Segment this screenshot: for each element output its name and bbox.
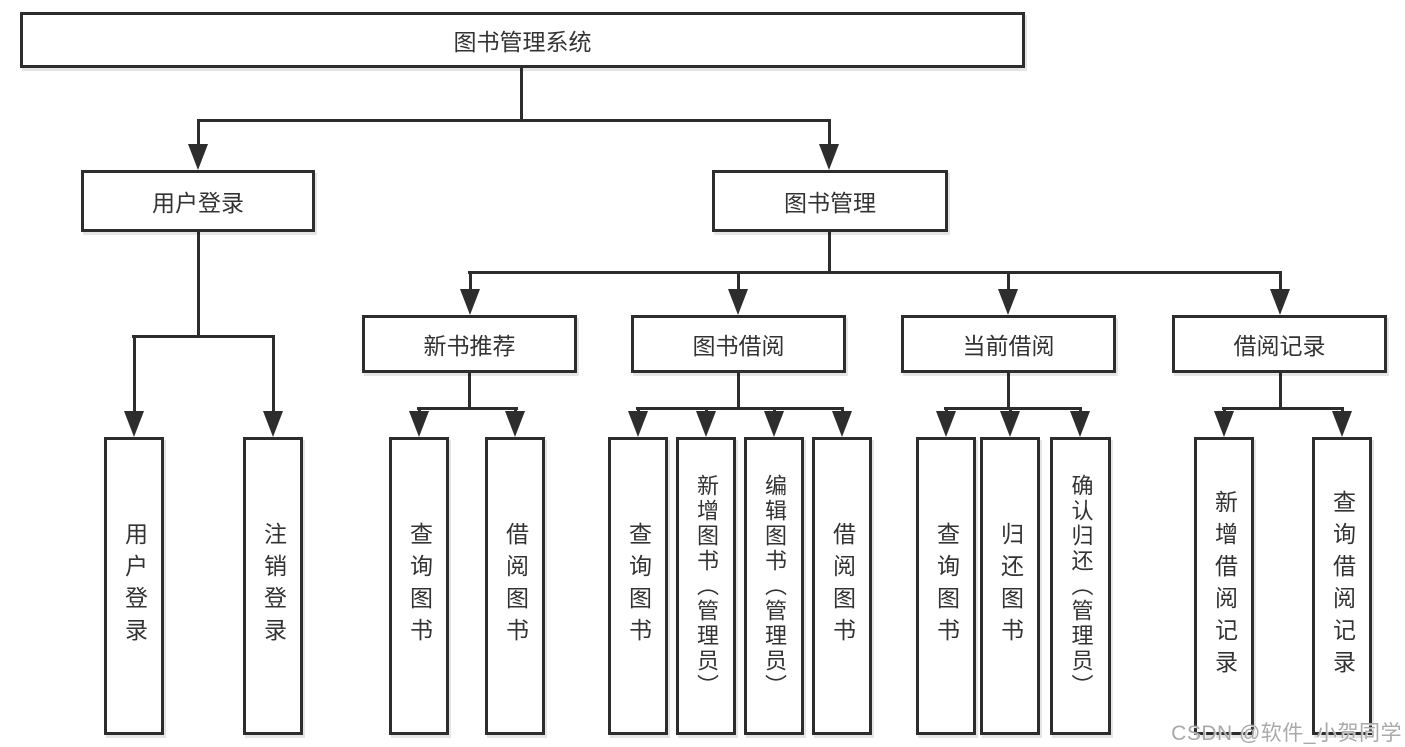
arrow-down-icon [124, 411, 144, 437]
leaf-confirm-return-admin: 确认归还（管理员） [1050, 437, 1111, 735]
arrow-down-icon [1000, 411, 1020, 437]
connector-bookmgmt-stub [828, 231, 831, 274]
leaf-add-books-admin: 新增图书（管理员） [676, 437, 736, 735]
connector-stem [469, 271, 472, 293]
leaf-label: 新增借阅记录 [1211, 490, 1238, 682]
arrow-down-icon [1070, 411, 1090, 437]
connector-userlogin-stub [197, 231, 200, 338]
arrow-down-icon [1214, 411, 1234, 437]
arrow-down-icon [1332, 411, 1352, 437]
node-book-management: 图书管理 [712, 170, 948, 232]
arrow-down-icon [764, 411, 784, 437]
leaf-label: 查询图书 [625, 522, 652, 650]
leaf-logout: 注销登录 [243, 437, 303, 735]
connector-root-stub [520, 66, 523, 121]
arrow-down-icon [409, 411, 429, 437]
leaf-query-books-borrow: 查询图书 [608, 437, 668, 735]
connector-branch [417, 407, 518, 410]
arrow-down-icon [1270, 289, 1290, 315]
connector-branch [636, 407, 844, 410]
arrow-down-icon [998, 289, 1018, 315]
arrow-down-icon [728, 289, 748, 315]
leaf-logout-label: 注销登录 [260, 522, 287, 650]
leaf-label: 借阅图书 [502, 522, 529, 650]
leaf-user-login: 用户登录 [104, 437, 164, 735]
node-root-label: 图书管理系统 [453, 29, 592, 55]
node-book-management-label: 图书管理 [784, 190, 876, 216]
connector-stem [1007, 271, 1010, 293]
connector-branch-level3 [468, 271, 1282, 274]
node-current-borrow: 当前借阅 [901, 315, 1116, 373]
node-new-book-recommend-label: 新书推荐 [423, 333, 516, 359]
csdn-watermark: CSDN @软件_小贺同学 [1171, 722, 1402, 745]
connector-branch-userlogin [132, 335, 275, 338]
node-root: 图书管理系统 [20, 12, 1025, 68]
arrow-down-icon [263, 411, 283, 437]
node-book-borrow-label: 图书借阅 [692, 333, 785, 359]
leaf-borrow-books-recommend: 借阅图书 [485, 437, 545, 735]
arrow-down-icon [628, 411, 648, 437]
node-current-borrow-label: 当前借阅 [962, 333, 1055, 359]
leaf-label: 新增图书（管理员） [694, 473, 719, 699]
arrow-down-icon [832, 411, 852, 437]
node-book-borrow: 图书借阅 [631, 315, 846, 373]
leaf-label: 查询借阅记录 [1329, 490, 1356, 682]
leaf-label: 归还图书 [997, 522, 1024, 650]
connector-stub [468, 371, 471, 410]
leaf-query-borrow-record: 查询借阅记录 [1312, 437, 1372, 735]
arrow-down-icon [936, 411, 956, 437]
leaf-add-borrow-record: 新增借阅记录 [1194, 437, 1254, 735]
connector-stem [737, 271, 740, 293]
leaf-query-books-recommend: 查询图书 [389, 437, 449, 735]
leaf-return-books: 归还图书 [980, 437, 1040, 735]
arrow-down-icon [460, 289, 480, 315]
connector-stem [1279, 271, 1282, 293]
leaf-query-books-current: 查询图书 [916, 437, 976, 735]
connector-branch-level2 [197, 119, 831, 122]
connector-stem [828, 119, 831, 149]
node-new-book-recommend: 新书推荐 [362, 315, 577, 373]
leaf-edit-books-admin: 编辑图书（管理员） [744, 437, 804, 735]
arrow-down-icon [505, 411, 525, 437]
connector-stub [1007, 371, 1010, 410]
connector-branch [944, 407, 1082, 410]
leaf-label: 借阅图书 [829, 522, 856, 650]
leaf-user-login-label: 用户登录 [121, 522, 148, 650]
connector-stub [1279, 371, 1282, 410]
arrow-down-icon [188, 144, 208, 170]
leaf-label: 编辑图书（管理员） [762, 473, 787, 699]
connector-branch [1222, 407, 1344, 410]
connector-stem [272, 335, 275, 415]
leaf-label: 确认归还（管理员） [1068, 473, 1094, 699]
leaf-borrow-books: 借阅图书 [812, 437, 872, 735]
node-user-login: 用户登录 [81, 170, 315, 232]
connector-stem [133, 335, 136, 415]
leaf-label: 查询图书 [406, 522, 433, 650]
arrow-down-icon [819, 144, 839, 170]
connector-stem [197, 119, 200, 149]
node-user-login-label: 用户登录 [152, 190, 244, 216]
node-borrow-records-label: 借阅记录 [1233, 333, 1326, 359]
connector-stub [737, 371, 740, 410]
arrow-down-icon [696, 411, 716, 437]
node-borrow-records: 借阅记录 [1172, 315, 1387, 373]
leaf-label: 查询图书 [933, 522, 960, 650]
